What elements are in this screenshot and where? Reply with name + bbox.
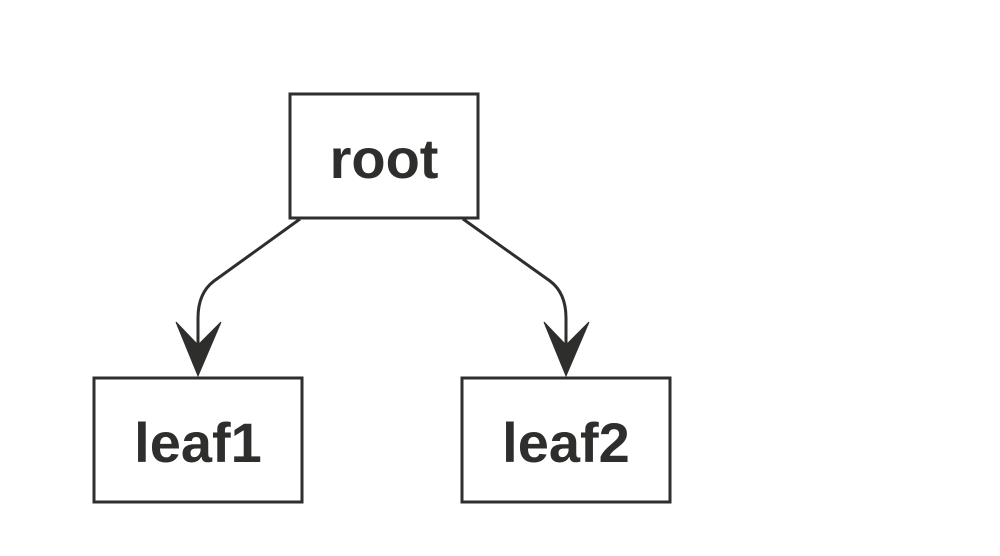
node-root: root xyxy=(288,92,480,220)
node-root-box xyxy=(288,92,480,220)
edge-root-leaf2 xyxy=(462,217,590,378)
node-leaf1-box xyxy=(92,376,304,504)
node-leaf1-label: leaf1 xyxy=(134,411,262,474)
node-leaf2-label: leaf2 xyxy=(502,411,630,474)
edge-line-root-leaf1 xyxy=(196,217,301,372)
arrowhead-leaf1 xyxy=(175,321,222,378)
edge-line-root-leaf2 xyxy=(462,217,568,372)
node-leaf2: leaf2 xyxy=(460,376,672,504)
edge-root-leaf1 xyxy=(175,217,301,378)
node-root-label: root xyxy=(330,127,439,190)
node-leaf1: leaf1 xyxy=(92,376,304,504)
arrowhead-leaf2 xyxy=(543,321,590,378)
node-leaf2-box xyxy=(460,376,672,504)
